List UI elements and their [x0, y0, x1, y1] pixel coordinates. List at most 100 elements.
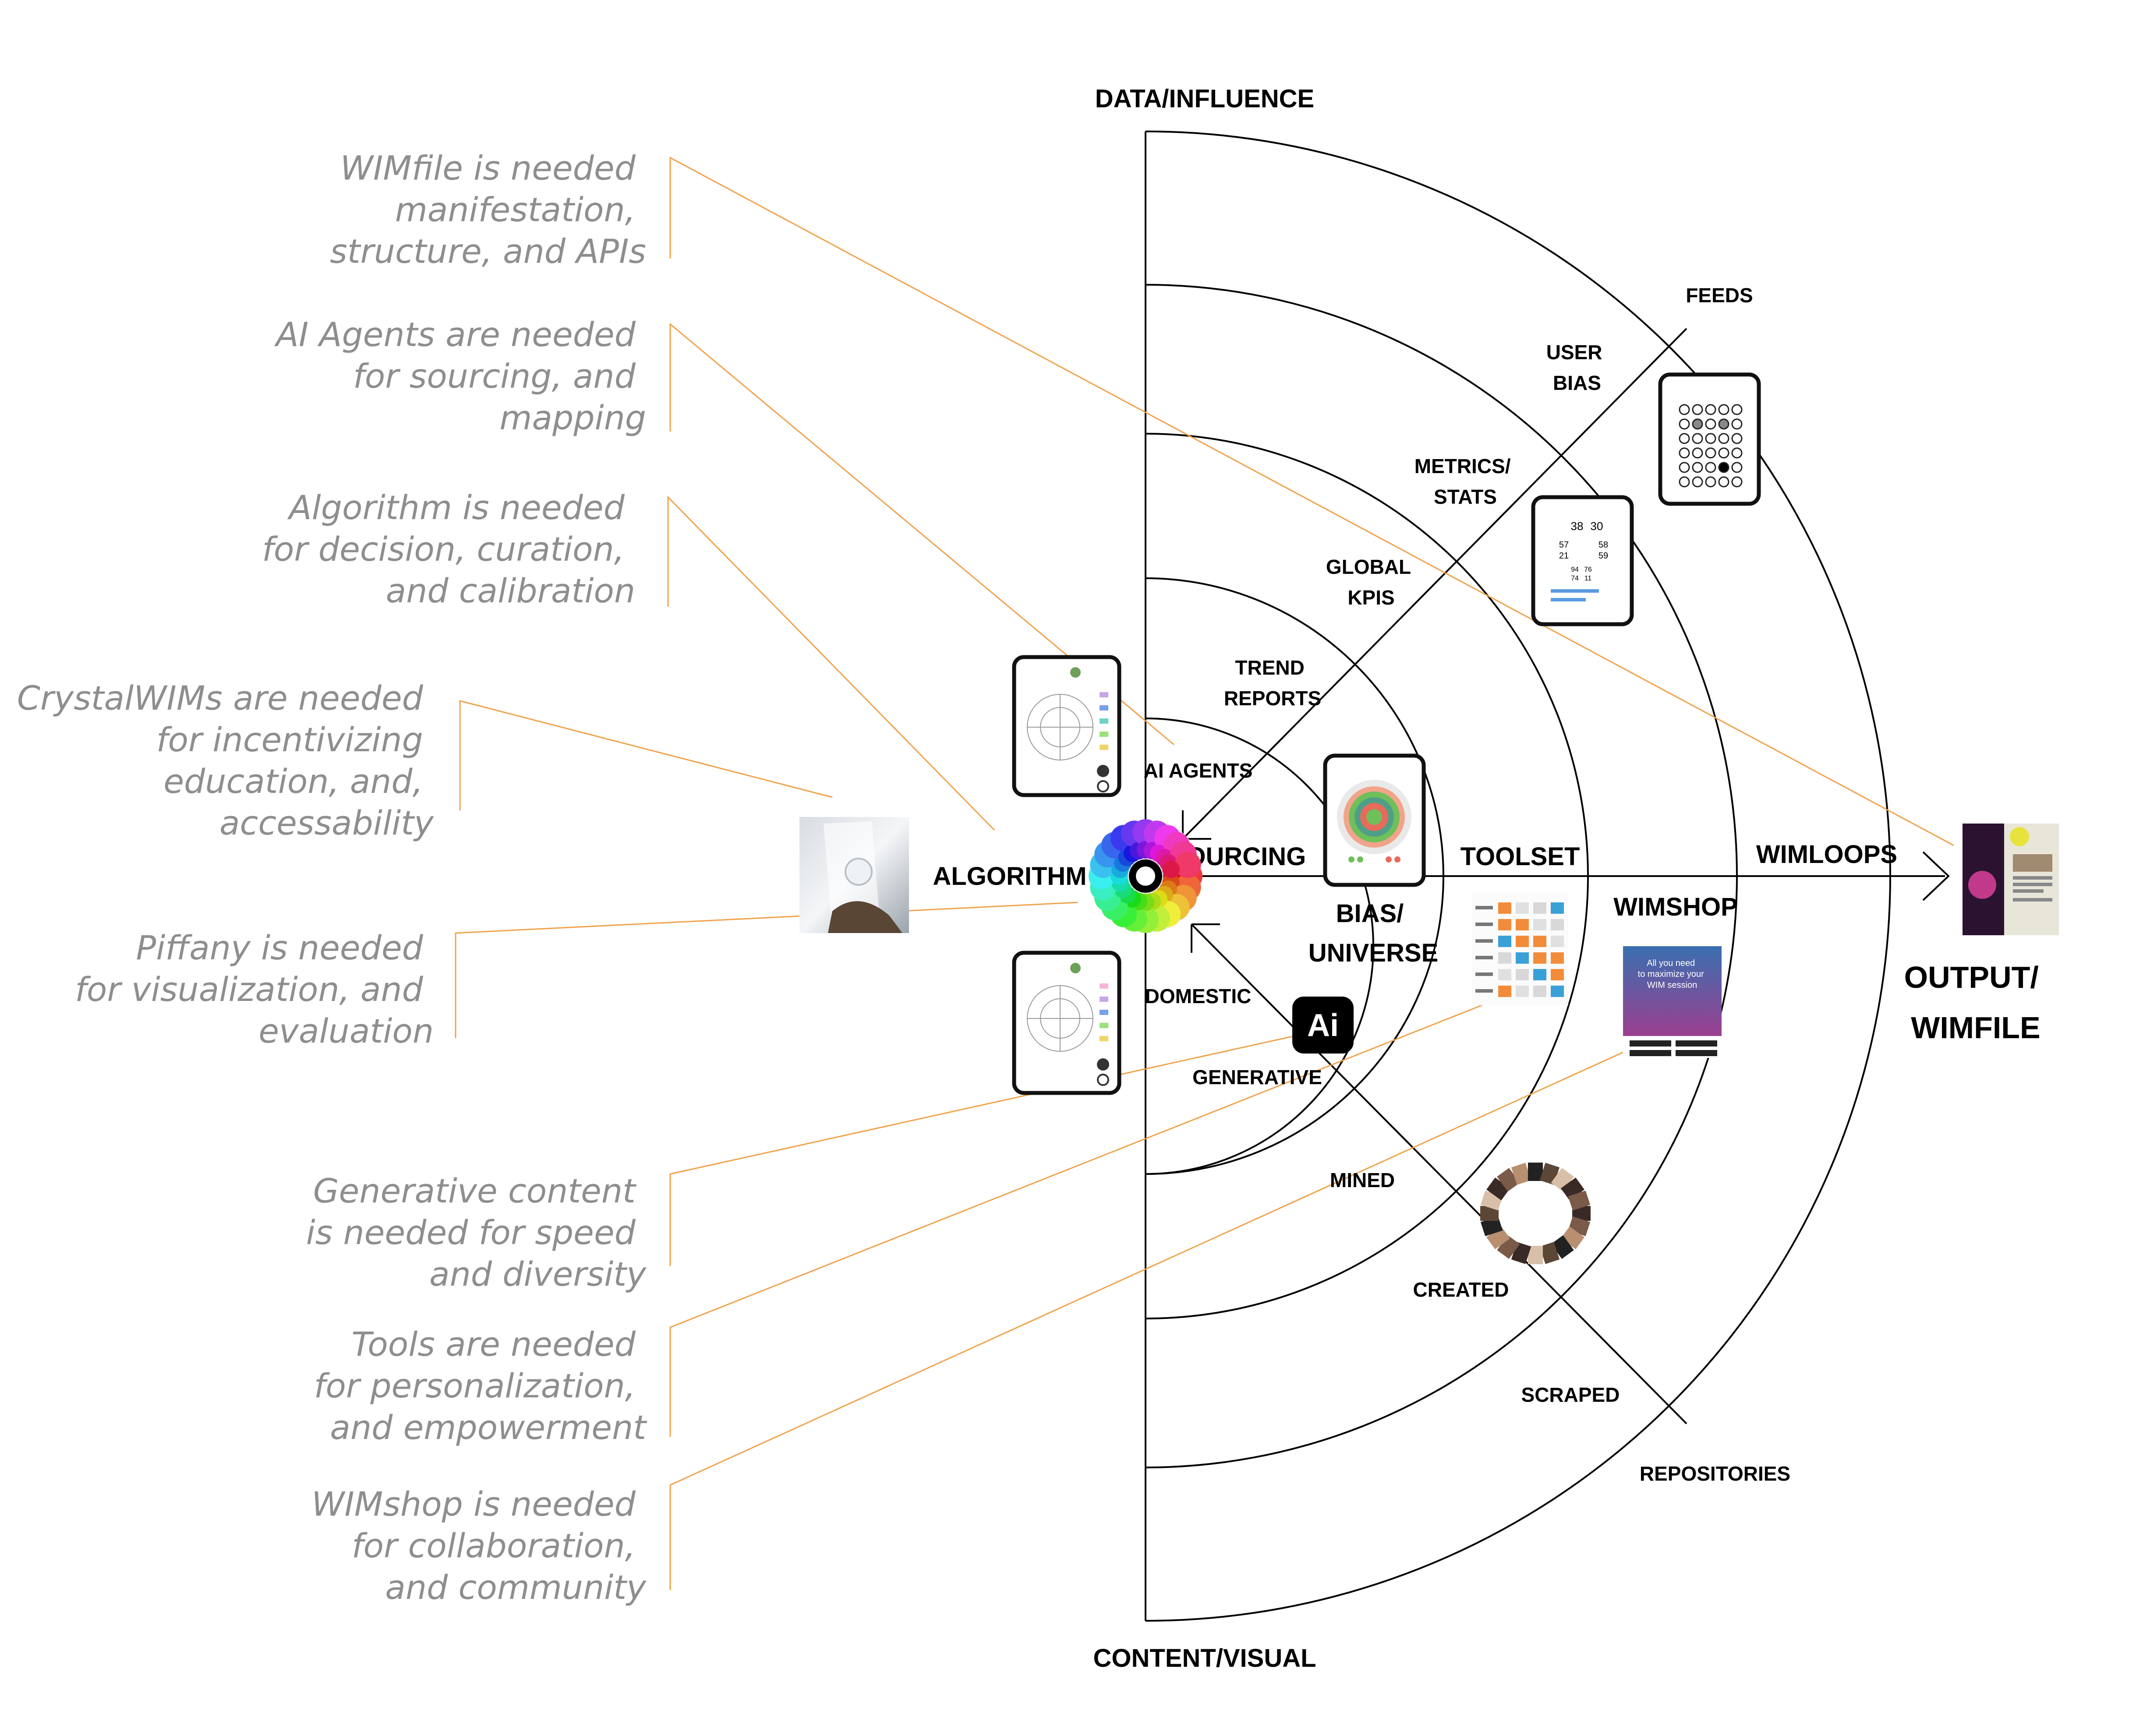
label-line: KPIS: [1347, 586, 1394, 609]
note-line: Generative content: [313, 1171, 637, 1210]
tool-cell: [1533, 969, 1546, 980]
tool-cell: [1533, 952, 1546, 964]
tool-cell: [1498, 952, 1511, 964]
note-line: for incentivizing: [156, 720, 423, 759]
axis-title-bottom: CONTENT/VISUAL: [1093, 1644, 1316, 1672]
label-feeds: FEEDS: [1686, 284, 1753, 307]
tool-cell: [1498, 936, 1511, 947]
label-trend-reports: TREND REPORTS: [1224, 656, 1321, 710]
note-tools: Tools are needed for personalization, an…: [314, 1325, 648, 1447]
tool-cell: [1551, 969, 1564, 980]
dot-cell: [1679, 418, 1690, 430]
dot-cell: [1731, 476, 1743, 488]
label-global-kpis: GLOBAL KPIS: [1326, 555, 1416, 609]
note-line: for decision, curation,: [262, 530, 625, 569]
tool-cell: [1498, 986, 1511, 997]
creator-photo: [1486, 1177, 1510, 1201]
label-mined: MINED: [1330, 1169, 1395, 1192]
note-line: for visualization, and: [75, 970, 423, 1009]
note-line: is needed for speed: [306, 1213, 636, 1252]
creator-photo: [1486, 1226, 1510, 1249]
creator-photo: [1560, 1226, 1584, 1249]
label-line: BIAS: [1553, 371, 1601, 394]
toolset-screenshot: [1472, 891, 1568, 1005]
dot-cell: [1692, 404, 1703, 415]
note-line: mapping: [499, 398, 646, 437]
tool-cell: [1533, 902, 1546, 914]
ring-1: [1145, 718, 1374, 1175]
ipad-radar-bottom: [1012, 951, 1121, 1095]
stat-number: 59: [1598, 551, 1608, 561]
note-line: and community: [385, 1568, 647, 1607]
label-line: TREND: [1235, 656, 1304, 679]
dot-cell: [1718, 462, 1729, 473]
label-scraped: SCRAPED: [1521, 1383, 1620, 1406]
wimshop-screenshot: All you need to maximize your WIM sessio…: [1623, 931, 1722, 1058]
dot-cell: [1692, 433, 1703, 444]
stat-number: 11: [1584, 575, 1592, 582]
label-line: STATS: [1434, 485, 1497, 508]
tool-row-label: [1475, 939, 1493, 943]
leader-lines: [455, 156, 1954, 1590]
label-line: OUTPUT/: [1904, 960, 2039, 994]
note-line: manifestation,: [395, 190, 636, 229]
dot-cell: [1705, 433, 1716, 444]
screen-line: to maximize your: [1638, 969, 1704, 979]
dot-cell: [1692, 418, 1703, 430]
tool-cell: [1516, 969, 1529, 980]
label-line: USER: [1546, 341, 1602, 364]
creator-photo: [1480, 1206, 1499, 1221]
dot-cell: [1679, 476, 1690, 488]
output-arrowhead: [1922, 851, 1950, 901]
notes: WIMfile is needed manifestation, structu…: [17, 148, 647, 1607]
tool-cell: [1516, 986, 1529, 997]
tool-cell: [1498, 902, 1511, 914]
wheel-petal: [1174, 852, 1201, 878]
creator-photo: [1497, 1168, 1520, 1192]
note-piffany: Piffany is needed for visualization, and…: [75, 928, 434, 1050]
dot-cell: [1731, 447, 1743, 459]
tool-cell: [1551, 952, 1564, 964]
stat-number: 38: [1571, 520, 1584, 533]
label-wimloops: WIMLOOPS: [1756, 840, 1897, 869]
tool-cell: [1533, 936, 1546, 947]
creator-photo: [1528, 1163, 1543, 1181]
output-wimfile-thumbnail: [1963, 824, 2059, 935]
crystalwim-photo: [799, 817, 909, 933]
stat-number: 58: [1598, 540, 1608, 550]
note-line: for sourcing, and: [353, 357, 636, 396]
dot-cell: [1718, 418, 1729, 430]
note-line: and calibration: [386, 571, 635, 610]
dot-cell: [1679, 433, 1690, 444]
note-generative: Generative content is needed for speed a…: [306, 1171, 647, 1294]
note-line: for personalization,: [314, 1366, 636, 1405]
note-line: Algorithm is needed: [287, 488, 625, 527]
tool-row-label: [1475, 906, 1493, 909]
label-output-wimfile: OUTPUT/ WIMFILE: [1904, 960, 2048, 1045]
dot-cell: [1718, 476, 1729, 488]
note-wimshop: WIMshop is needed for collaboration, and…: [311, 1485, 647, 1607]
stat-number: 94: [1571, 566, 1579, 573]
dot-cell: [1692, 447, 1703, 459]
dot-cell: [1705, 447, 1716, 459]
leader-algorithm: [667, 495, 995, 831]
label-line: GLOBAL: [1326, 555, 1411, 578]
label-repositories: REPOSITORIES: [1640, 1462, 1790, 1485]
wheel-center-hole: [1136, 866, 1155, 886]
label-algorithm: ALGORITHM: [933, 862, 1086, 891]
dot-cell: [1731, 418, 1743, 430]
creator-photo: [1551, 1168, 1574, 1192]
tool-cell: [1551, 936, 1564, 947]
tool-cell: [1516, 902, 1529, 914]
dot-cell: [1679, 447, 1690, 459]
creator-photo: [1551, 1235, 1574, 1259]
diagonal-repositories-arrowhead: [1191, 923, 1220, 953]
note-line: Piffany is needed: [136, 928, 423, 967]
creator-photo: [1560, 1177, 1584, 1201]
tool-cell: [1551, 919, 1564, 930]
dot-cell: [1731, 433, 1743, 444]
dot-cell: [1718, 433, 1729, 444]
dot-cell: [1705, 418, 1716, 430]
dot-cell: [1718, 447, 1729, 459]
